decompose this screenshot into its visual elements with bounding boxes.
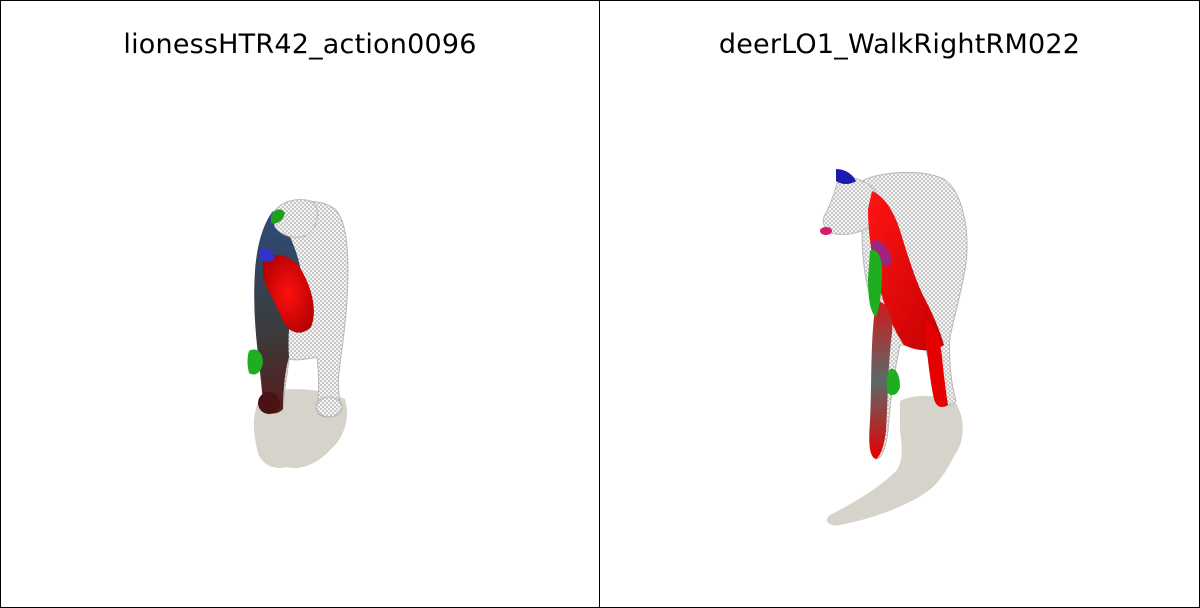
lioness-white-paw (315, 396, 343, 418)
deer-render (820, 169, 968, 526)
deer-head (822, 172, 880, 236)
lioness-red-patch (263, 254, 314, 333)
deer-shadow (826, 395, 963, 526)
right-panel: deerLO1_WalkRightRM022 (600, 1, 1199, 607)
lioness-blue-accent (259, 248, 275, 262)
lioness-head (272, 199, 318, 238)
deer-ear-blue (836, 169, 856, 184)
panel-title-lioness: lionessHTR42_action0096 (123, 29, 477, 60)
deer-green-hoof (886, 368, 900, 395)
deer-nose (820, 227, 832, 235)
left-panel: lionessHTR42_action0096 (1, 1, 600, 607)
deer-front-leg-left (869, 301, 893, 459)
lioness-green-leg (247, 349, 263, 375)
lioness-head-green (271, 209, 285, 224)
deer-green-leg (868, 249, 882, 317)
panel-title-deer: deerLO1_WalkRightRM022 (718, 29, 1081, 60)
lioness-dark-paw (258, 392, 280, 414)
deer-front-leg-right (926, 321, 948, 407)
lioness-render (247, 199, 349, 469)
